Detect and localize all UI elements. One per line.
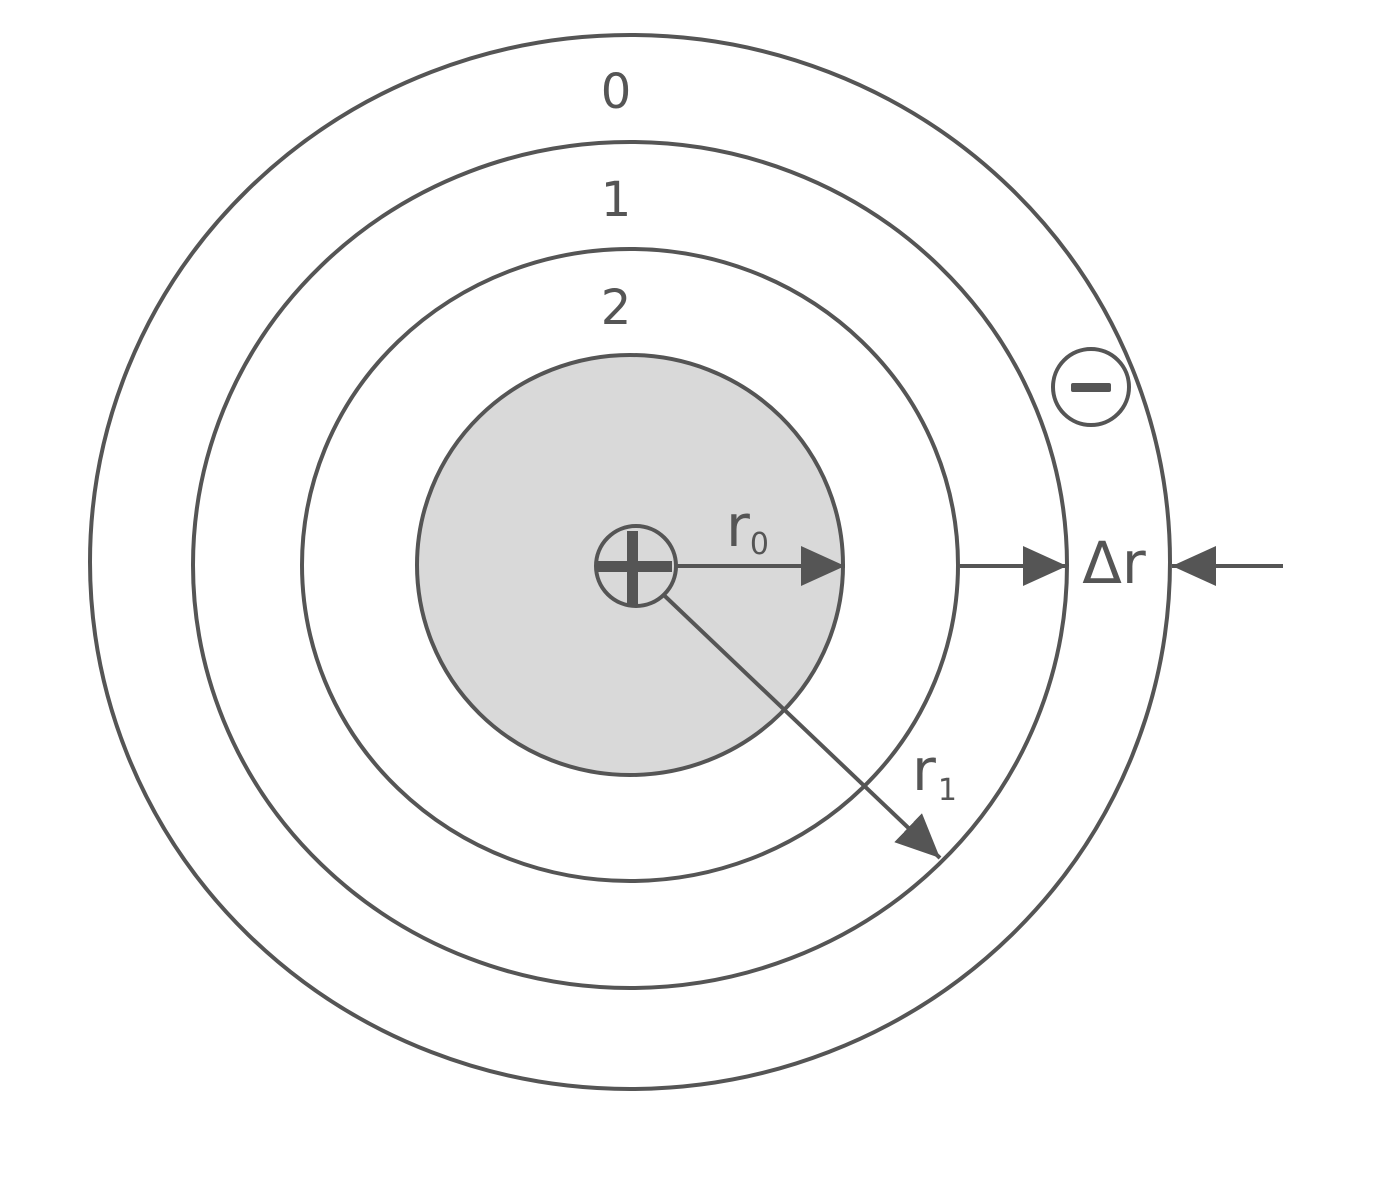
shell-label-0: 2 xyxy=(601,280,632,336)
r1-label: r1 xyxy=(912,736,957,808)
r0-label: r0 xyxy=(726,492,769,562)
delta-r-label: Δr xyxy=(1082,529,1146,597)
orbit-shell-2 xyxy=(88,33,1172,1091)
shell-label-2: 0 xyxy=(601,64,632,120)
electron-minus-icon xyxy=(1051,347,1131,427)
orbit-shell-0 xyxy=(300,247,960,883)
shell-label-1: 1 xyxy=(601,172,632,228)
nucleus-plus-icon xyxy=(594,524,678,608)
r1-arrow xyxy=(646,578,942,860)
